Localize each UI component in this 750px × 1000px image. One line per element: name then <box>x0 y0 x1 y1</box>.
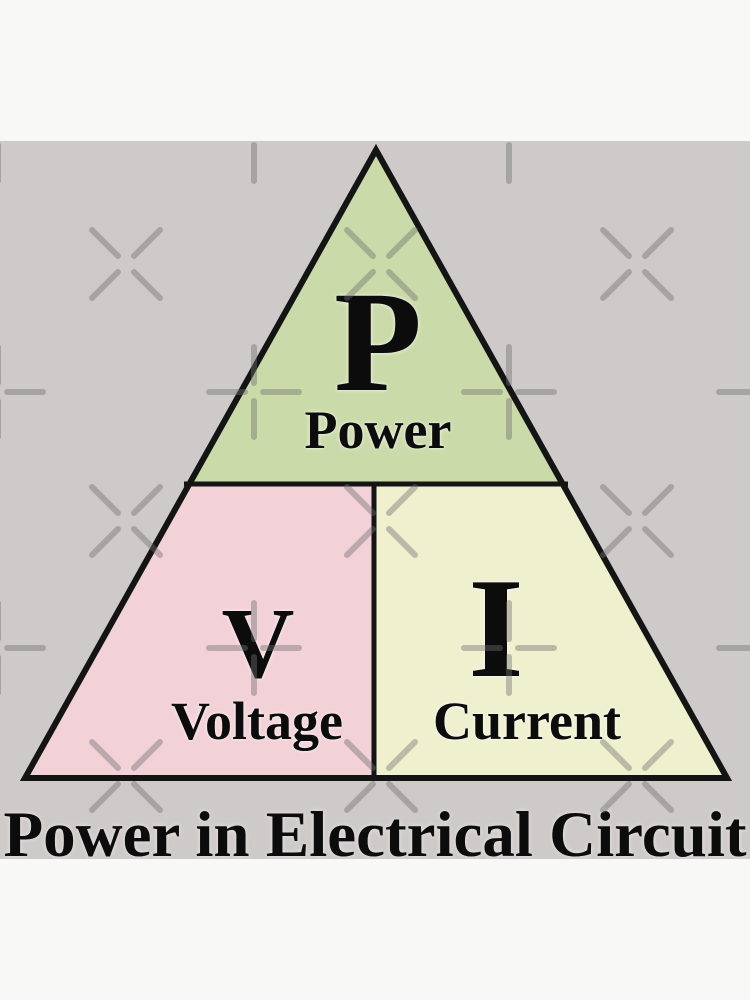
triangle-section-power <box>187 150 565 484</box>
label-voltage: Voltage <box>171 691 343 751</box>
watermark-pattern <box>0 141 750 859</box>
watermark-x-icon <box>92 487 160 555</box>
watermark-plus-icon <box>0 141 43 181</box>
watermark-plus-icon <box>464 603 554 693</box>
watermark-plus-icon <box>0 347 43 437</box>
label-current: Current <box>433 691 621 751</box>
watermark-x-icon <box>603 742 671 810</box>
watermark-x-icon <box>603 487 671 555</box>
caption-title: Power in Electrical Circuit <box>3 799 747 871</box>
watermark-plus-icon <box>719 141 750 181</box>
watermark-plus-icon <box>719 347 750 437</box>
watermark-plus-icon <box>719 603 750 693</box>
symbol-current: I <box>468 549 524 707</box>
triangle-section-current <box>374 484 727 778</box>
watermark-plus-icon <box>209 347 299 437</box>
label-power: Power <box>304 400 452 460</box>
triangle-outline <box>19 143 733 781</box>
watermark-x-icon <box>92 230 160 298</box>
watermark-plus-icon <box>464 141 554 181</box>
watermark-plus-icon <box>209 141 299 181</box>
watermark-x-icon <box>347 230 415 298</box>
watermark-plus-icon <box>209 603 299 693</box>
watermark-plus-icon <box>464 347 554 437</box>
watermark-x-icon <box>92 742 160 810</box>
watermark-x-icon <box>347 742 415 810</box>
triangle-section-voltage <box>25 484 374 778</box>
watermark-x-icon <box>347 487 415 555</box>
symbol-voltage: V <box>221 587 295 699</box>
watermark-plus-icon <box>0 603 43 693</box>
watermark-x-icon <box>603 230 671 298</box>
